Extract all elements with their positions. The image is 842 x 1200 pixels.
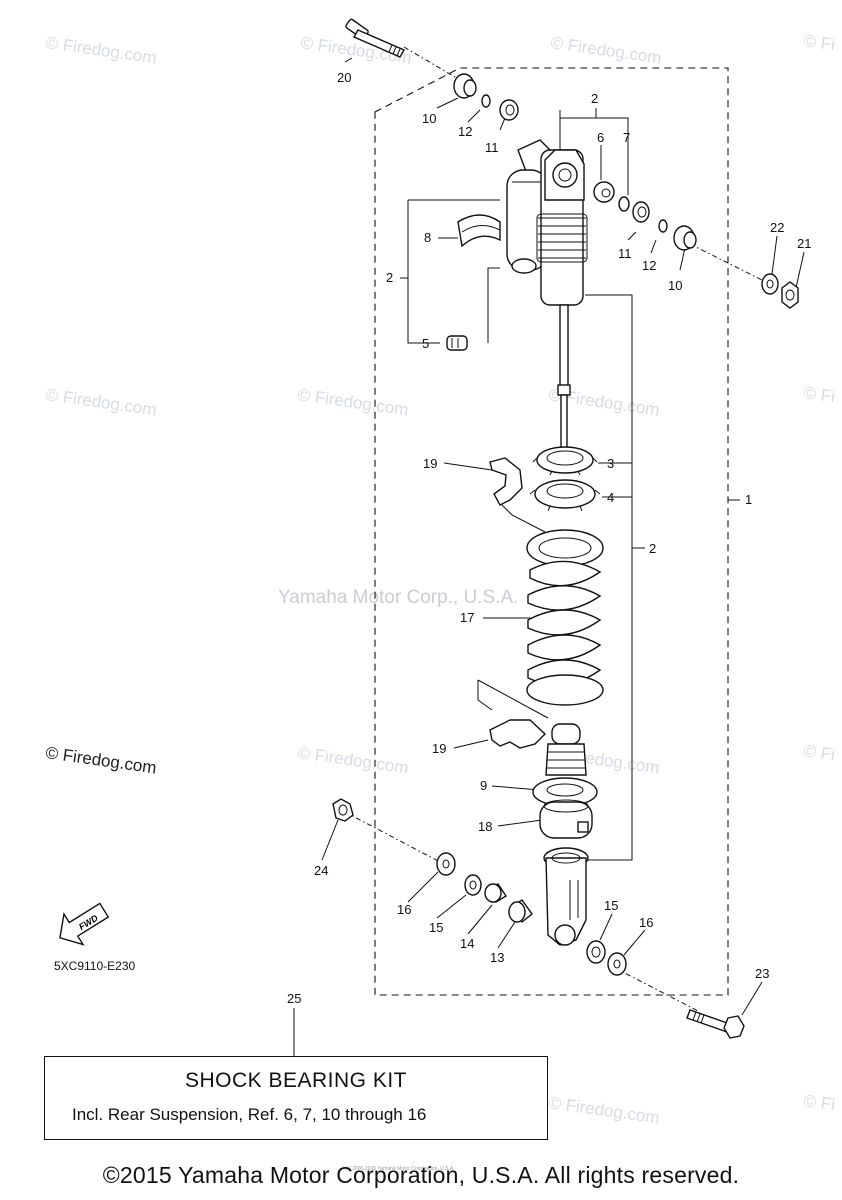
- oring-12-top: [481, 94, 491, 108]
- washer-16-left: [436, 852, 456, 876]
- bump-rubber-18: [539, 799, 593, 839]
- callout-13: 13: [490, 950, 504, 965]
- oring-12-right: [658, 219, 668, 233]
- watermark: © Firedog.com: [44, 743, 157, 777]
- nut-24: [332, 798, 354, 822]
- watermark: © Fi: [802, 31, 836, 54]
- callout-16: 16: [397, 902, 411, 917]
- washer-22: [761, 273, 779, 295]
- bushing-6: [593, 181, 615, 203]
- watermark: © Firedog.com: [296, 743, 409, 777]
- callout-9: 9: [480, 778, 487, 793]
- watermark-company: Yamaha Motor Corp., U.S.A.: [278, 587, 518, 608]
- bolt-23: [686, 1009, 745, 1039]
- diagram-code: 5XC9110-E230: [54, 959, 135, 973]
- band-8: [457, 214, 501, 248]
- callout-7: 7: [623, 130, 630, 145]
- callout-25: 25: [287, 991, 301, 1006]
- bearing-13: [508, 899, 533, 924]
- callout-5: 5: [422, 336, 429, 351]
- nut-21: [781, 281, 799, 309]
- oil-seal-15-right: [586, 940, 606, 964]
- callout-21: 21: [797, 236, 811, 251]
- oil-seal-11-top: [499, 99, 519, 121]
- piston-rod: [557, 304, 571, 456]
- assembly-boundary: [374, 67, 729, 996]
- callout-2: 2: [591, 91, 598, 106]
- ring-nut-4: [529, 479, 601, 512]
- leader-lines: [293, 57, 805, 1056]
- watermark-layer: © Firedog.com © Firedog.com © Firedog.co…: [44, 31, 836, 1127]
- shock-body: [536, 149, 588, 306]
- watermark: © Fi: [802, 383, 836, 406]
- kit-title: SHOCK BEARING KIT: [184, 1069, 408, 1092]
- oil-seal-15-left: [464, 874, 482, 896]
- collar-10-right: [673, 225, 697, 251]
- callout-11: 11: [485, 140, 499, 155]
- bolt-20: [345, 18, 405, 58]
- callout-24: 24: [314, 863, 328, 878]
- callout-12: 12: [458, 124, 472, 139]
- callout-6: 6: [597, 130, 604, 145]
- callout-20: 20: [337, 70, 351, 85]
- spring-17: [526, 529, 604, 706]
- callout-23: 23: [755, 966, 769, 981]
- valve-5: [446, 335, 468, 351]
- spring-guide-19-top: [489, 457, 523, 506]
- forward-arrow-icon: FWD: [59, 902, 110, 946]
- oil-seal-11-right: [632, 201, 650, 223]
- callout-17: 17: [460, 610, 474, 625]
- collar-10-top: [453, 73, 477, 99]
- watermark: © Firedog.com: [44, 33, 157, 67]
- callout-2: 2: [386, 270, 393, 285]
- callout-22: 22: [770, 220, 784, 235]
- callout-10: 10: [668, 278, 682, 293]
- collar-14: [484, 883, 507, 903]
- spring-guide-19-bottom: [489, 719, 547, 749]
- callout-4: 4: [607, 490, 614, 505]
- watermark: © Firedog.com: [547, 1093, 660, 1127]
- callout-15: 15: [429, 920, 443, 935]
- callout-18: 18: [478, 819, 492, 834]
- callout-3: 3: [607, 456, 614, 471]
- washer-16-right: [607, 952, 627, 976]
- ring-nut-3: [532, 446, 598, 476]
- copyright-notice: ©2015 Yamaha Motor Corporation, U.S.A. A…: [102, 1162, 740, 1188]
- watermark: © Firedog.com: [296, 385, 409, 419]
- ring-7: [618, 196, 630, 212]
- lower-clevis: [543, 847, 589, 946]
- watermark: © Fi: [802, 741, 836, 764]
- bump-stop: [545, 723, 587, 776]
- callout-12: 12: [642, 258, 656, 273]
- axis-lines: [344, 46, 771, 1013]
- cap-9: [532, 777, 598, 807]
- watermark: © Firedog.com: [44, 385, 157, 419]
- callout-16: 16: [639, 915, 653, 930]
- callout-19: 19: [432, 741, 446, 756]
- callout-14: 14: [460, 936, 474, 951]
- kit-description: Incl. Rear Suspension, Ref. 6, 7, 10 thr…: [72, 1105, 427, 1124]
- callout-19: 19: [423, 456, 437, 471]
- fine-print: (c) 2000-2015 Yamaha Motor Corporation, …: [345, 1166, 455, 1172]
- watermark: © Fi: [802, 1091, 836, 1114]
- shock-bearing-kit-box: SHOCK BEARING KIT Incl. Rear Suspension,…: [44, 1056, 548, 1140]
- watermark: © Firedog.com: [549, 33, 662, 67]
- callout-2: 2: [649, 541, 656, 556]
- callout-10: 10: [422, 111, 436, 126]
- callout-8: 8: [424, 230, 431, 245]
- callouts: 20 10 12 11 2 6 7 8 2 11 12 10 22 21 5 3…: [287, 70, 811, 1006]
- callout-1: 1: [745, 492, 752, 507]
- callout-11: 11: [618, 246, 632, 261]
- callout-15: 15: [604, 898, 618, 913]
